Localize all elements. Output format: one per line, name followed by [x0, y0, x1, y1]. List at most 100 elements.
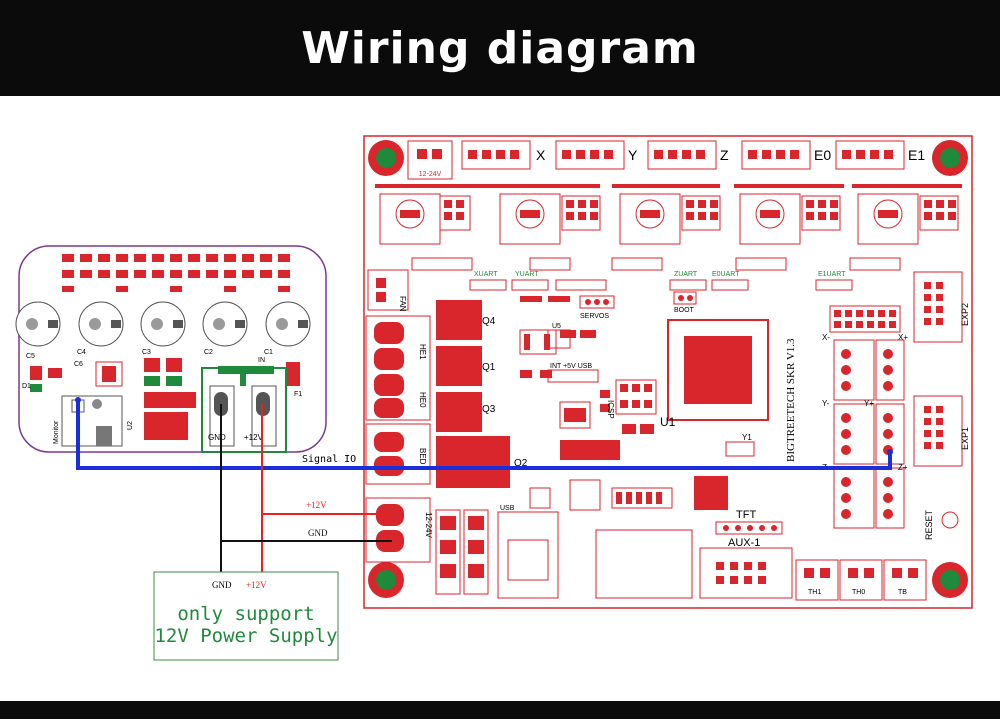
connector-label-e1: E1 [908, 147, 925, 163]
connector-label-z: Z [720, 147, 729, 163]
signal-label: Signal IO [302, 454, 356, 465]
d1-label: D1 [22, 383, 31, 390]
zuart-label: ZUART [674, 271, 698, 278]
u2-label: U2 [127, 421, 134, 430]
skr-board: 12-24V X Y Z E0 E1 [363, 135, 973, 609]
q4-label: Q4 [482, 316, 496, 327]
header-banner: Wiring diagram [0, 0, 1000, 96]
c5-label: C5 [26, 353, 35, 360]
power-terminal-label: 12-24V [424, 512, 433, 538]
he0-label: HE0 [418, 392, 427, 408]
power-select-jumper [547, 369, 599, 383]
supply-line-2: 12V Power Supply [154, 625, 337, 647]
mosfets: Q4 Q1 Q3 Q2 [436, 300, 528, 488]
heater-terminals: HE1 HE0 BED [365, 315, 431, 485]
y1-label: Y1 [742, 433, 752, 442]
usb-label: USB [500, 505, 515, 512]
int5v-label: INT +5V USB [550, 363, 592, 370]
tb-label: TB [898, 589, 907, 596]
driver-signal-row [411, 257, 901, 271]
mounting-holes [368, 140, 968, 598]
xplus-label: X+ [898, 333, 908, 342]
icsp-header [615, 379, 657, 415]
top-motor-connectors: X Y Z E0 E1 [461, 140, 925, 170]
th0-label: TH0 [852, 589, 865, 596]
c3-label: C3 [142, 349, 151, 356]
board-title: BIGTREETECH SKR V1.3 [785, 338, 797, 462]
stepper-driver-sockets [379, 193, 959, 245]
yplus-label: Y+ [864, 399, 874, 408]
tft-header [715, 521, 783, 535]
servos-label: SERVOS [580, 313, 609, 320]
supply-12v-label: +12V [246, 580, 267, 590]
mcu-u1: U1 [660, 319, 769, 429]
aux1-header [699, 547, 793, 599]
page-title: Wiring diagram [301, 22, 699, 74]
icsp-label: ICSP [606, 400, 615, 419]
th1-label: TH1 [808, 589, 821, 596]
he1-label: HE1 [418, 344, 427, 360]
thermistor-connectors: TH1 TH0 TB [795, 559, 927, 601]
module-capacitors: C5 C4 C3 C2 C1 [15, 301, 311, 360]
gnd-label: GND [308, 528, 328, 538]
crystal-y1 [725, 441, 755, 457]
exp1-label: EXP1 [960, 427, 970, 450]
in-label: IN [258, 357, 265, 364]
zplus-label: Z+ [898, 463, 908, 472]
module-lower-components: D1 C6 U2 F1 [22, 358, 302, 440]
power-in-connector: 12-24V [407, 140, 453, 180]
supply-gnd-label: GND [212, 580, 232, 590]
supply-line-1: only support [177, 603, 314, 625]
power-in-label: 12-24V [419, 171, 442, 178]
yuart-label: YUART [515, 271, 539, 278]
u5-chip [547, 329, 571, 349]
plus12v-label: +12V [306, 500, 327, 510]
u1-label: U1 [660, 415, 676, 429]
c6-label: C6 [74, 361, 83, 368]
smd-components [519, 296, 673, 511]
wires: Signal IO +12V GND [75, 397, 893, 578]
e1uart-label: E1UART [818, 271, 846, 278]
module-top-pads [62, 254, 290, 292]
f1-label: F1 [294, 391, 302, 398]
module-12v-label: +12V [244, 433, 264, 442]
c2-label: C2 [204, 349, 213, 356]
monitor-label: Monitor [53, 420, 60, 444]
xuart-label: XUART [474, 271, 498, 278]
uart-pads [469, 279, 853, 291]
q3-label: Q3 [482, 404, 496, 415]
power-supply-box: GND +12V only support 12V Power Supply [153, 571, 339, 661]
jumper-block [829, 305, 901, 333]
exp2-label: EXP2 [960, 303, 970, 326]
reset-button [941, 511, 959, 529]
connector-label-e0: E0 [814, 147, 831, 163]
power-monitor-module: C5 C4 C3 C2 C1 D1 C6 U2 F1 [15, 245, 327, 453]
connector-label-y: Y [628, 147, 638, 163]
bed-label: BED [418, 448, 427, 465]
c1-label: C1 [264, 349, 273, 356]
exp-headers: EXP2 EXP1 [913, 271, 970, 467]
boot-label: BOOT [674, 307, 695, 314]
module-gnd-label: GND [208, 433, 226, 442]
endstop-connectors: X- X+ Y- Y+ Z- Z+ [822, 333, 908, 529]
regulator-u2 [694, 476, 728, 510]
connector-label-x: X [536, 147, 546, 163]
fuses [435, 509, 489, 595]
q1-label: Q1 [482, 362, 496, 373]
c4-label: C4 [77, 349, 86, 356]
yminus-label: Y- [822, 399, 830, 408]
reset-label: RESET [924, 509, 934, 540]
sd-card-slot [595, 529, 693, 599]
tft-label: TFT [736, 509, 756, 521]
e0uart-label: E0UART [712, 271, 740, 278]
aux1-label: AUX-1 [728, 537, 760, 549]
usb-port: USB [497, 505, 559, 599]
xminus-label: X- [822, 333, 830, 342]
boot-header [673, 291, 697, 305]
u5-label: U5 [552, 323, 561, 330]
wiring-diagram: 12-24V X Y Z E0 E1 [15, 135, 973, 661]
footer-bar [0, 701, 1000, 719]
servos-header [579, 295, 615, 309]
q2-label: Q2 [514, 458, 528, 469]
signal-wire [76, 400, 892, 470]
